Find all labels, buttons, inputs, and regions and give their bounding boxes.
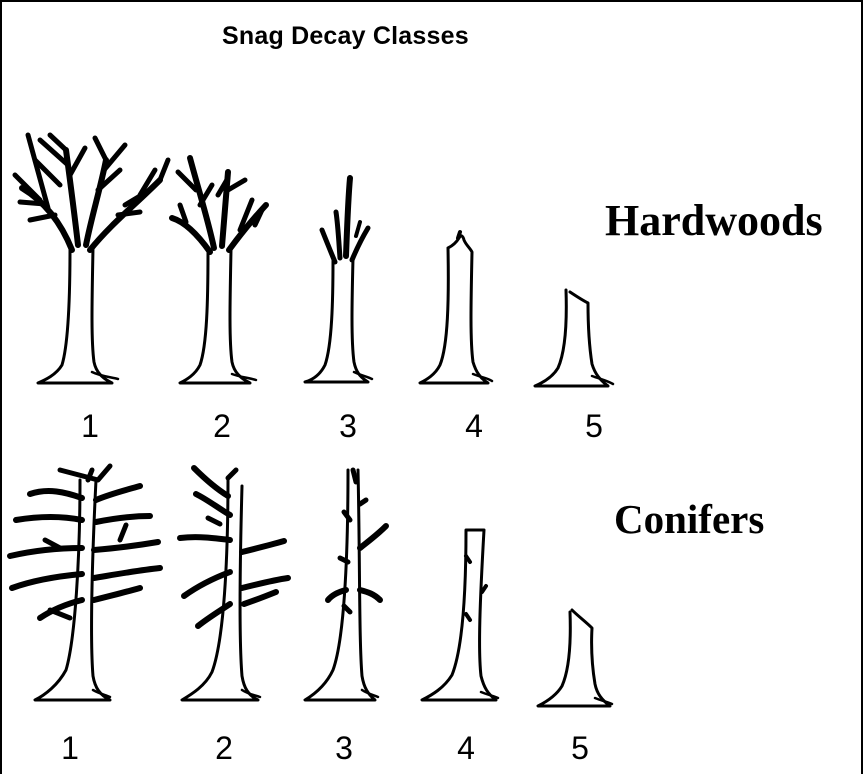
conifer-class-4-tree — [422, 530, 498, 700]
conifer-class-2-tree — [180, 468, 288, 700]
conifer-class-3-tree — [305, 470, 386, 700]
hardwood-class-4-tree — [420, 232, 492, 383]
hardwood-class-3-tree — [305, 178, 372, 382]
conifer-class-1-tree — [10, 466, 160, 700]
conifer-class-5-tree — [538, 610, 612, 706]
hardwood-class-5-tree — [535, 290, 613, 386]
hardwood-class-2-tree — [172, 158, 266, 383]
hardwood-class-1-tree — [15, 135, 168, 383]
